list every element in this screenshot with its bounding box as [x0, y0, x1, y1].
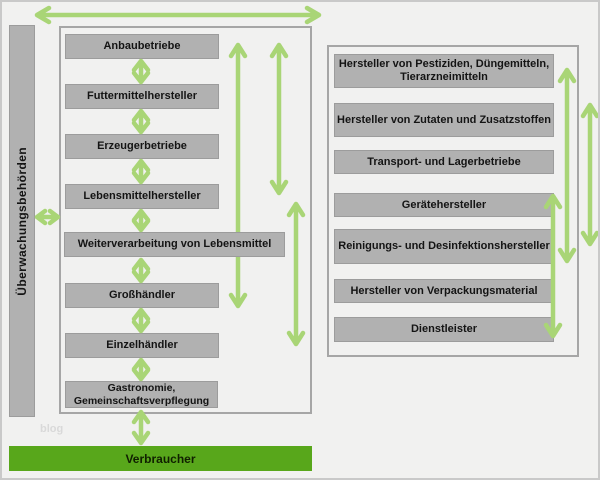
supplier-item-transport: Transport- und Lagerbetriebe	[334, 150, 554, 174]
supplier-item-dienstleister: Dienstleister	[334, 317, 554, 342]
supplier-item-verpackung: Hersteller von Verpackungsmaterial	[334, 279, 554, 303]
consumer-box: Verbraucher	[9, 446, 312, 471]
suppliers-frame	[327, 45, 579, 357]
chain-item-erzeugerbetriebe: Erzeugerbetriebe	[65, 134, 219, 159]
supplier-item-zutaten: Hersteller von Zutaten und Zusatzstoffen	[334, 103, 554, 137]
watermark-text: blog	[40, 423, 64, 435]
supplier-item-geraete: Gerätehersteller	[334, 193, 554, 217]
flow-arrow	[580, 102, 598, 247]
chain-item-lebensmittelhersteller: Lebensmittelhersteller	[65, 184, 219, 209]
chain-item-anbaubetriebe: Anbaubetriebe	[65, 34, 219, 59]
supplier-item-reinigung: Reinigungs- und Desinfektionshersteller	[334, 229, 554, 264]
chain-item-einzelhaendler: Einzelhändler	[65, 333, 219, 358]
regulator-bar: Überwachungsbehörden	[9, 25, 35, 417]
chain-item-grosshaendler: Großhändler	[65, 283, 219, 308]
chain-item-gastronomie: Gastronomie, Gemeinschaftsverpflegung	[65, 381, 218, 408]
flow-arrow	[131, 409, 151, 446]
regulator-label: Überwachungsbehörden	[15, 146, 29, 296]
flow-arrow	[34, 5, 322, 25]
chain-item-futtermittelhersteller: Futtermittelhersteller	[65, 84, 219, 109]
consumer-label: Verbraucher	[125, 451, 196, 466]
chain-item-weiterverarbeitung: Weiterverarbeitung von Lebensmittel	[64, 232, 285, 257]
flow-arrow	[34, 208, 61, 226]
supplier-item-pestizide: Hersteller von Pestiziden, Düngemitteln,…	[334, 54, 554, 88]
